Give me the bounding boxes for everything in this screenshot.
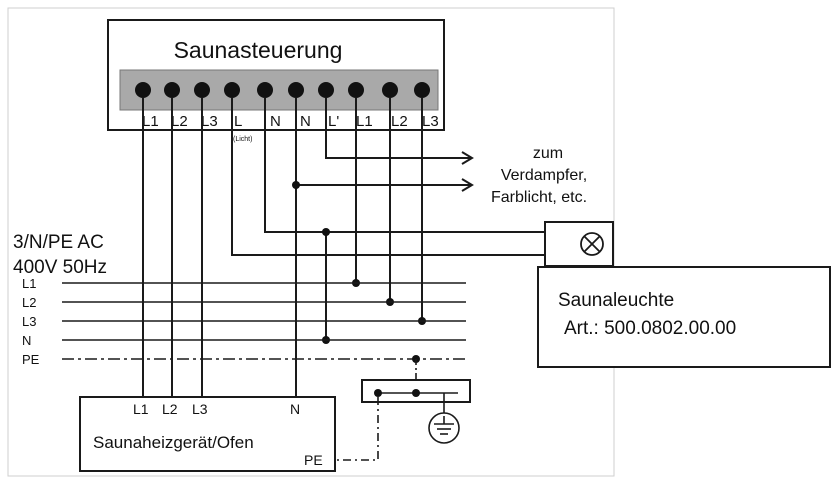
terminal-label: N <box>300 113 311 130</box>
terminal-screws <box>135 82 430 98</box>
bus-label: PE <box>22 352 40 367</box>
controller-supply-wires <box>352 98 426 325</box>
terminal-label: L' <box>328 113 339 130</box>
terminal-screw <box>382 82 398 98</box>
light-wire <box>231 98 545 256</box>
bus-label: N <box>22 333 31 348</box>
supply-bus <box>62 282 466 360</box>
terminal-label: N <box>270 113 281 130</box>
lamp-article: Art.: 500.0802.00.00 <box>564 318 736 339</box>
heater-title: Saunaheizgerät/Ofen <box>93 433 254 452</box>
supply-spec-line2: 400V 50Hz <box>13 257 107 278</box>
terminal-label: L3 <box>201 113 218 130</box>
heater-box: L1 L2 L3 N Saunaheizgerät/Ofen PE <box>79 396 336 472</box>
terminal-screw <box>194 82 210 98</box>
controller-box: Saunasteuerung L1 L2 L3 L N N L' L1 L2 L… <box>107 19 445 143</box>
ground-icon <box>428 412 460 444</box>
lamp-name: Saunaleuchte <box>558 290 674 311</box>
terminal-screw <box>348 82 364 98</box>
lamp-housing <box>544 221 614 267</box>
light-neutral-wire <box>264 98 545 233</box>
terminal-label: L3 <box>422 113 439 130</box>
heater-terminal: L2 <box>162 401 178 417</box>
heater-terminal: L1 <box>133 401 149 417</box>
heater-terminal: L3 <box>192 401 208 417</box>
terminal-label: L2 <box>391 113 408 130</box>
bus-label: L2 <box>22 295 36 310</box>
terminal-screw <box>414 82 430 98</box>
terminal-screw <box>288 82 304 98</box>
supply-bus-labels: L1 L2 L3 N PE <box>22 276 40 367</box>
output-wire-n <box>292 178 474 192</box>
pe-wiring <box>335 355 471 461</box>
bus-label: L3 <box>22 314 36 329</box>
licht-note: (Licht) <box>233 136 252 143</box>
terminal-screw <box>318 82 334 98</box>
heater-terminal: N <box>290 401 300 417</box>
terminal-label: L1 <box>142 113 159 130</box>
lamp-icon <box>580 232 604 256</box>
controller-title: Saunasteuerung <box>174 37 343 63</box>
output-text: zum Verdampfer, Farblicht, etc. <box>491 145 587 206</box>
terminal-screw <box>164 82 180 98</box>
output-wire-l-prime <box>325 98 474 165</box>
terminal-screw <box>257 82 273 98</box>
output-line2: Verdampfer, <box>501 167 587 184</box>
terminal-screw <box>224 82 240 98</box>
terminal-label: L2 <box>171 113 188 130</box>
terminal-screw <box>135 82 151 98</box>
supply-spec-line1: 3/N/PE AC <box>13 232 104 253</box>
output-line3: Farblicht, etc. <box>491 189 587 206</box>
terminal-label: L1 <box>356 113 373 130</box>
lamp-label-box: Saunaleuchte Art.: 500.0802.00.00 <box>537 266 831 368</box>
terminal-labels: L1 L2 L3 L N N L' L1 L2 L3 <box>142 113 439 130</box>
terminal-label: L <box>234 113 242 130</box>
heater-supply-wires <box>142 98 297 397</box>
neutral-link <box>322 228 330 344</box>
heater-pe: PE <box>304 452 323 468</box>
bus-label: L1 <box>22 276 36 291</box>
output-line1: zum <box>533 145 563 162</box>
